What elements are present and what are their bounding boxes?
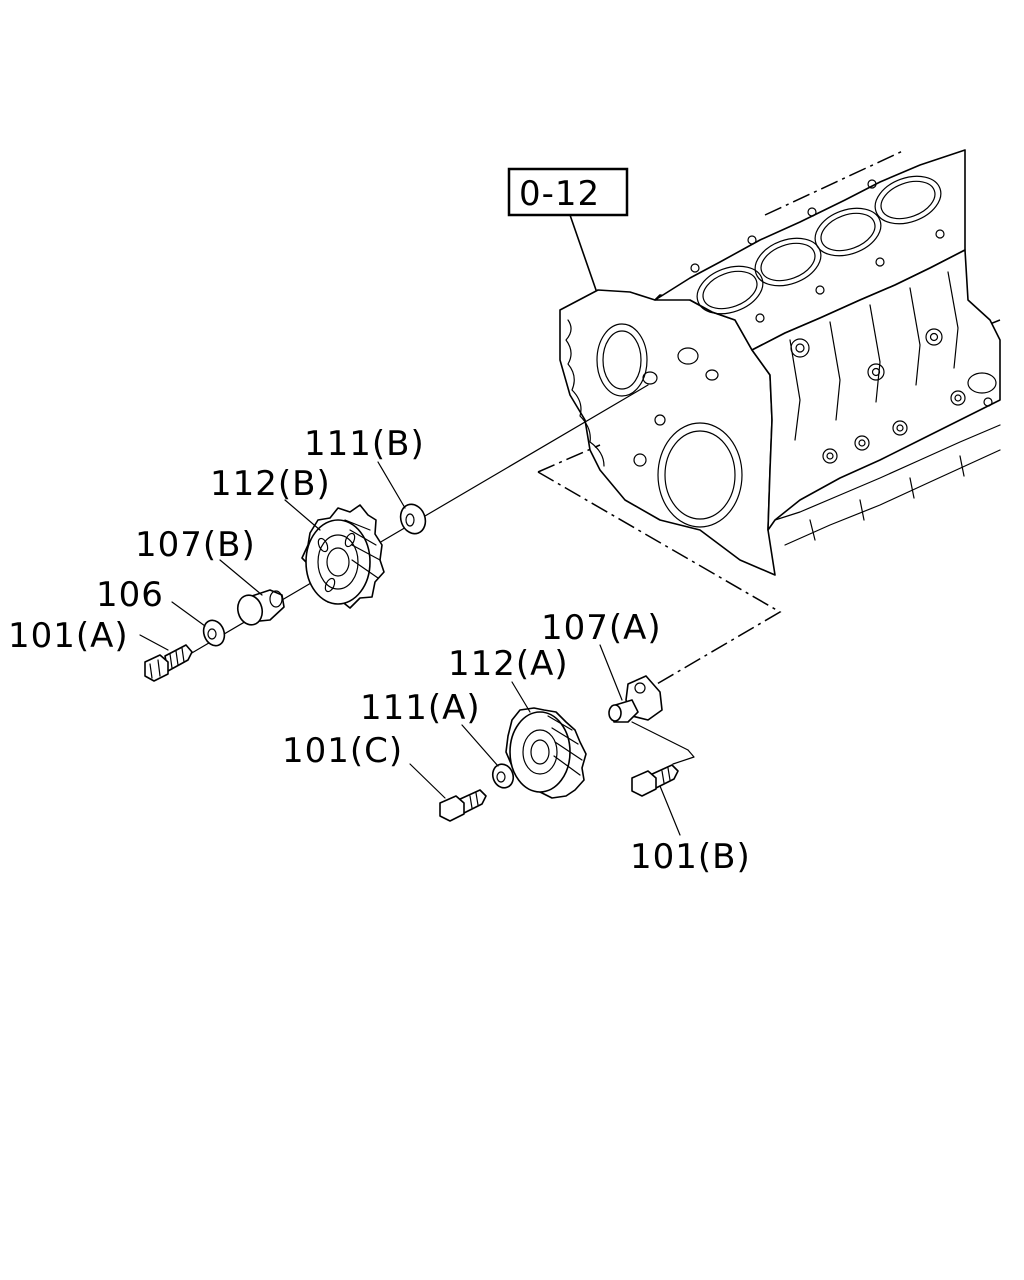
callout-107a: 107(A)	[541, 608, 662, 648]
washer-111b	[399, 503, 427, 535]
reference-label: 0-12	[519, 174, 600, 214]
lower-assembly-frame	[537, 444, 782, 689]
callout-111a: 111(A)	[360, 688, 481, 728]
washer-111a	[491, 763, 515, 789]
callout-107b: 107(B)	[135, 525, 256, 565]
engine-block	[559, 149, 1001, 576]
callout-101c: 101(C)	[282, 731, 403, 771]
leader-lines	[139, 461, 681, 836]
washer-106	[202, 619, 226, 647]
callout-101b: 101(B)	[630, 837, 751, 877]
callout-112b: 112(B)	[210, 464, 331, 504]
bolt-101a	[144, 644, 193, 682]
shaft-107a	[608, 675, 689, 751]
shaft-107b	[236, 589, 285, 626]
reference-box: 0-12	[507, 167, 629, 291]
gear-112a	[505, 707, 587, 799]
gear-112b	[301, 504, 385, 609]
callout-106: 106	[96, 575, 164, 615]
callout-112a: 112(A)	[448, 644, 569, 684]
callout-111b: 111(B)	[304, 424, 425, 464]
bolt-101b	[631, 764, 679, 797]
bolt-101c	[439, 789, 487, 822]
callout-101a: 101(A)	[8, 616, 129, 656]
